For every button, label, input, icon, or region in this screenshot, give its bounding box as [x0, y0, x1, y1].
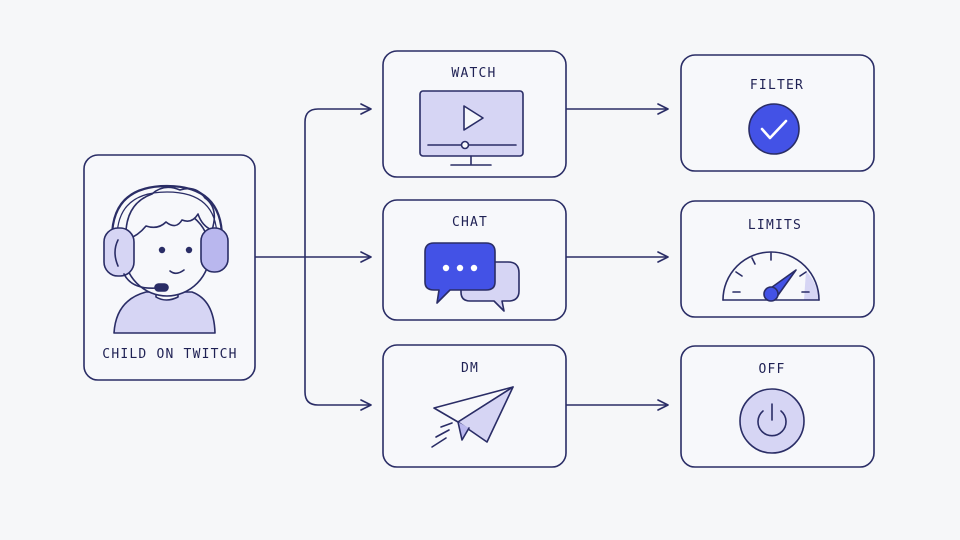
connectors	[255, 103, 669, 411]
filter-label: FILTER	[750, 78, 804, 93]
dm-label: DM	[461, 361, 479, 376]
source-node: CHILD ON TWITCH	[83, 154, 256, 381]
feature-node-chat: CHAT	[382, 199, 567, 321]
control-node-limits: LIMITS	[680, 200, 875, 318]
feature-node-watch: WATCH	[382, 50, 567, 178]
chat-bubbles-icon	[424, 242, 520, 312]
source-label: CHILD ON TWITCH	[102, 347, 237, 362]
off-label: OFF	[758, 362, 785, 377]
check-circle-icon	[748, 103, 800, 155]
power-icon	[739, 388, 805, 454]
paper-plane-icon	[431, 386, 514, 448]
gauge-icon	[722, 251, 820, 302]
limits-label: LIMITS	[748, 218, 802, 233]
chat-label: CHAT	[452, 215, 488, 230]
limits-box	[680, 200, 875, 318]
child-with-headset-icon	[103, 184, 229, 334]
control-node-filter: FILTER	[680, 54, 875, 172]
connector-branch-vertical	[304, 108, 319, 406]
feature-node-dm: DM	[382, 344, 567, 468]
watch-label: WATCH	[451, 66, 496, 81]
video-player-icon	[419, 90, 524, 166]
control-node-off: OFF	[680, 345, 875, 468]
